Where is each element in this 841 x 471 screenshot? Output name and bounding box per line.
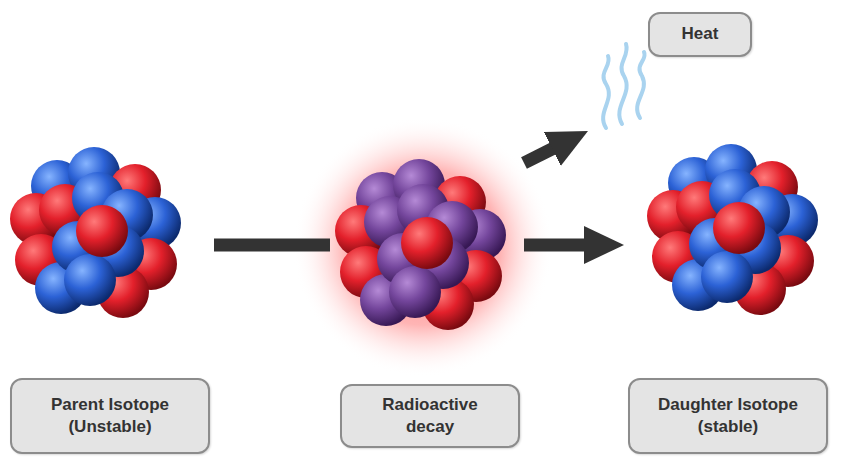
label-text: Radioactive decay: [368, 394, 493, 438]
daughter-isotope: Daughter Isotope (stable): [624, 140, 834, 458]
heat-waves: [603, 44, 645, 128]
label-text: Daughter Isotope (stable): [641, 394, 816, 438]
flow-arrow: [214, 239, 330, 252]
label-text: Heat: [660, 23, 740, 45]
decay-glow: [293, 117, 553, 377]
nucleon-sphere: [401, 217, 453, 269]
parent-nucleus: [10, 147, 181, 318]
label-box: Radioactive decay: [340, 384, 520, 448]
flow-arrow: [524, 239, 594, 252]
heat-output: Heat: [588, 8, 750, 142]
label-text: Parent Isotope (Unstable): [28, 394, 193, 438]
nucleon-sphere: [389, 266, 441, 318]
daughter-nucleus: [647, 144, 818, 315]
flow-arrow: [524, 144, 561, 163]
label-box: Heat: [648, 12, 752, 57]
heat-wave: [619, 44, 626, 124]
label-box: Parent Isotope (Unstable): [10, 378, 210, 454]
heat-wave: [603, 56, 609, 128]
label-box: Daughter Isotope (stable): [628, 378, 828, 454]
decaying-nucleus: [335, 159, 506, 330]
heat-wave: [637, 52, 645, 118]
decay-stage: Radioactive decay: [330, 158, 524, 454]
parent-isotope: Parent Isotope (Unstable): [8, 140, 214, 458]
